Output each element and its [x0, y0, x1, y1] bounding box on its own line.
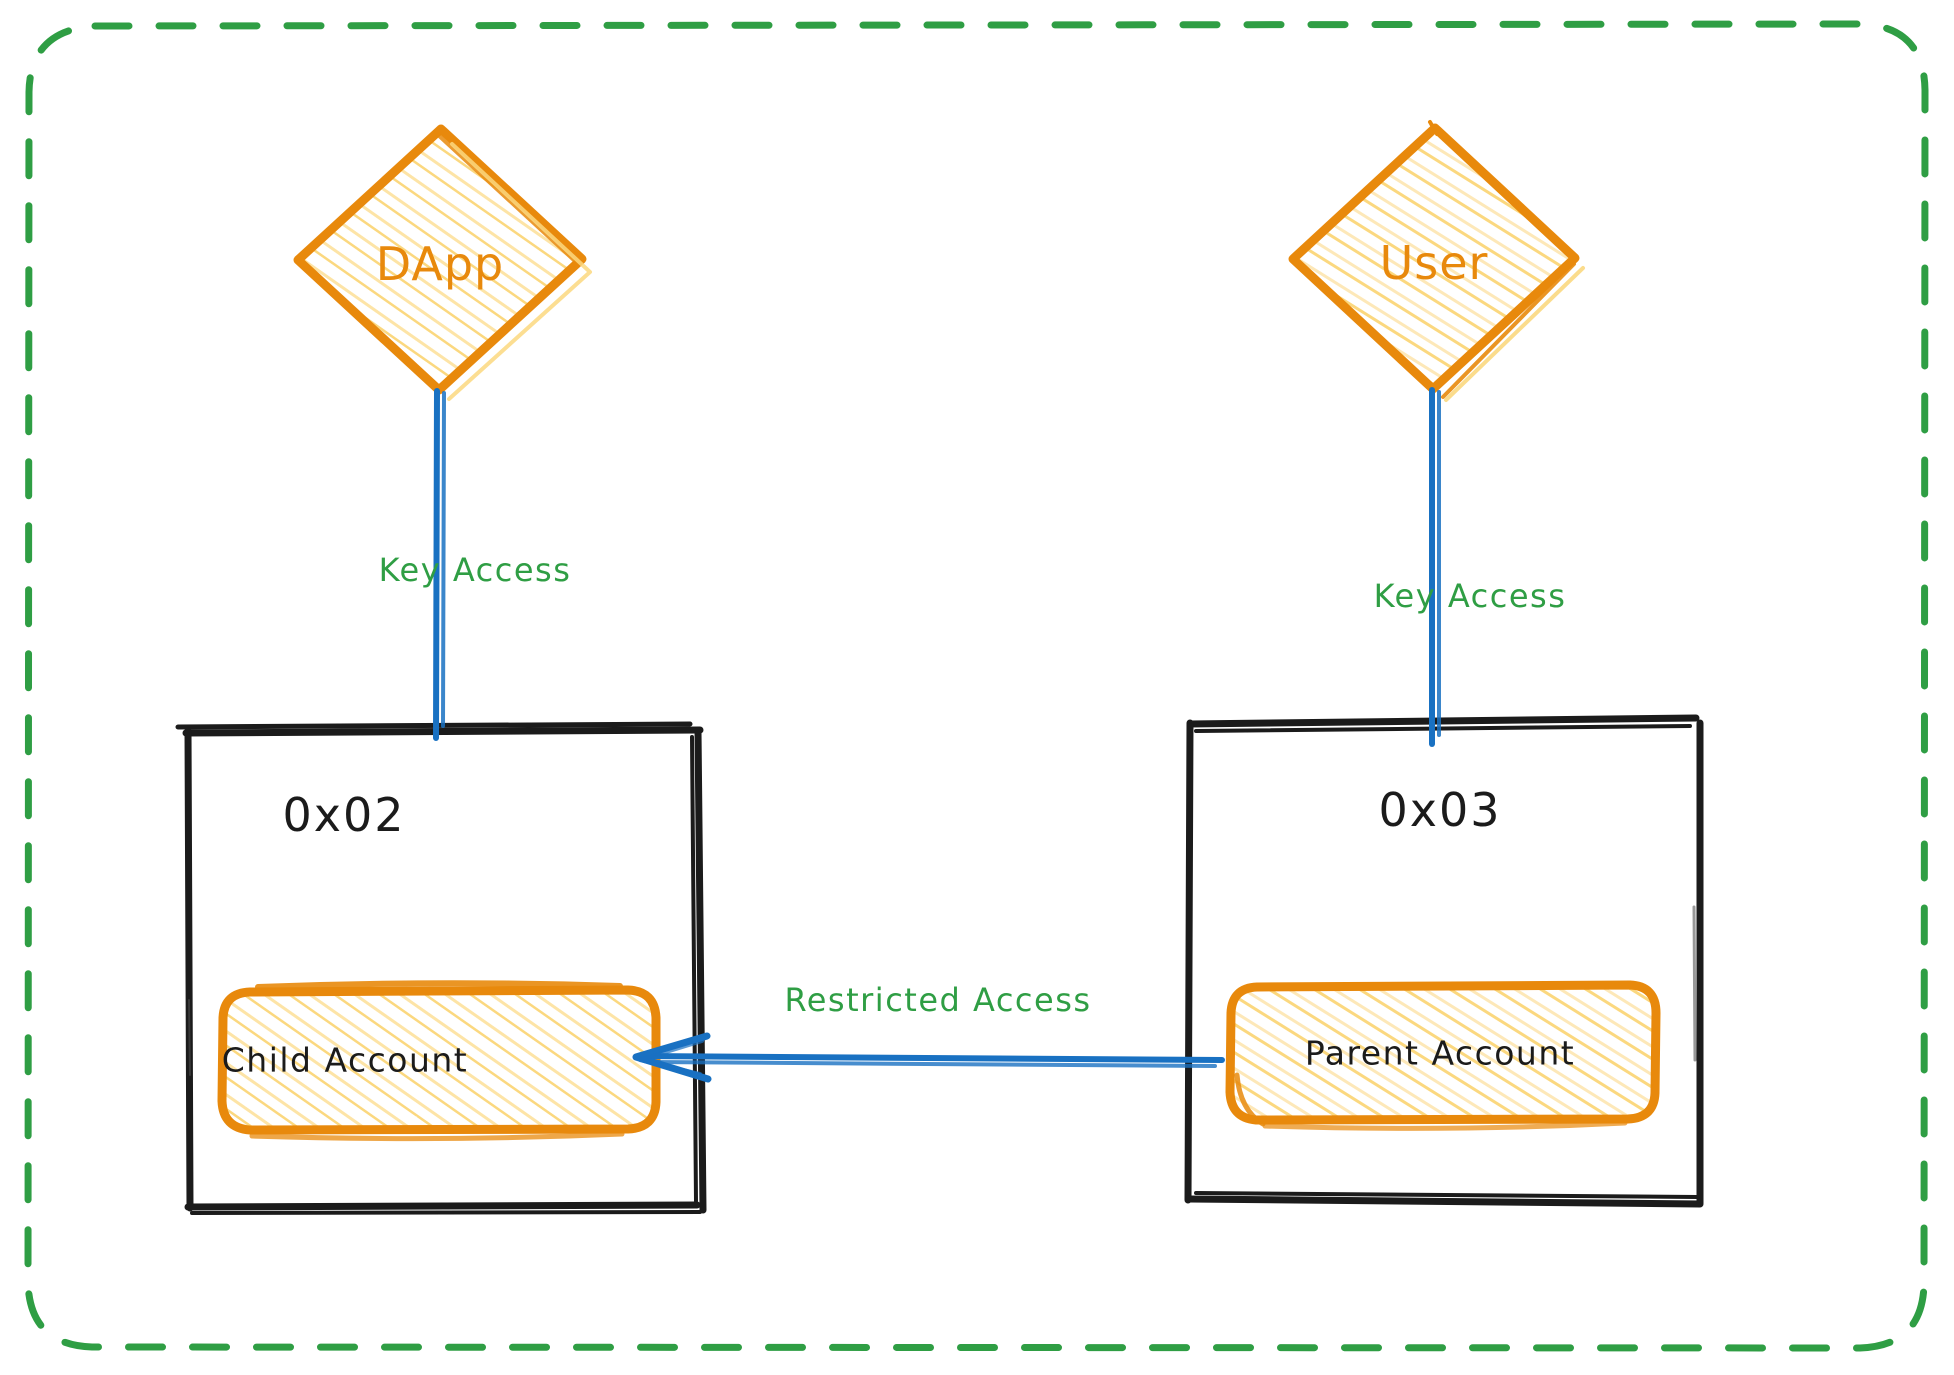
node-parent-account[interactable]: [1225, 980, 1661, 1131]
container-label-0x02: 0x02: [282, 788, 406, 842]
node-label-dapp: DApp: [375, 237, 505, 291]
edge-label-key-access-dapp: Key Access: [378, 551, 572, 589]
container-label-0x03: 0x03: [1378, 783, 1502, 837]
container-account-0x02[interactable]: [175, 721, 707, 1215]
node-child-account[interactable]: [217, 980, 661, 1142]
dashed-boundary: [24, 20, 1929, 1352]
edge-user-to-parent[interactable]: [1429, 387, 1441, 747]
container-account-0x03[interactable]: [1184, 714, 1704, 1208]
node-label-user: User: [1379, 236, 1489, 290]
node-label-parent-account: Parent Account: [1304, 1033, 1576, 1073]
edge-label-key-access-user: Key Access: [1373, 577, 1567, 615]
edge-dapp-to-child[interactable]: [433, 388, 446, 741]
edge-label-restricted-access: Restricted Access: [784, 981, 1092, 1019]
node-label-child-account: Child Account: [221, 1040, 469, 1080]
edge-parent-to-child[interactable]: [632, 1032, 1225, 1083]
